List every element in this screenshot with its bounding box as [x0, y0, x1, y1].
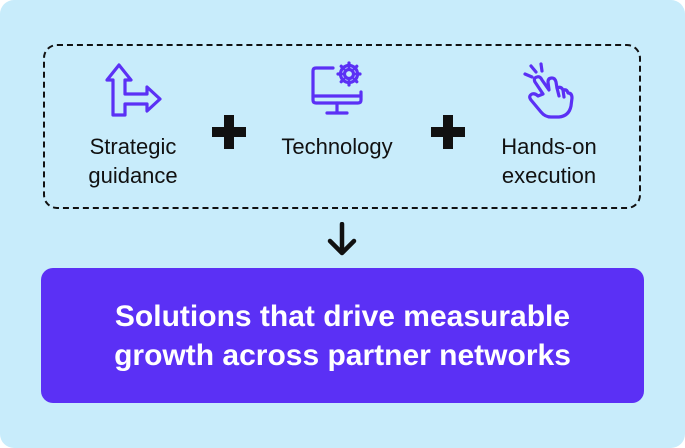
- component-label: Strategic guidance: [88, 134, 178, 188]
- plus-icon: [431, 115, 465, 149]
- component-strategic-guidance: Strategic guidance: [68, 60, 198, 190]
- inputs-group-box: [43, 44, 641, 209]
- arrow-down-icon: [327, 222, 357, 256]
- component-technology: Technology: [262, 60, 412, 161]
- result-box: Solutions that drive measurable growth a…: [41, 268, 644, 403]
- plus-icon: [212, 115, 246, 149]
- split-arrow-icon: [105, 63, 162, 117]
- component-label: Technology: [281, 134, 393, 159]
- result-text: Solutions that drive measurable growth a…: [114, 299, 571, 372]
- hand-pointer-icon: [523, 62, 574, 119]
- component-label: Hands-on execution: [501, 134, 597, 188]
- component-hands-on-execution: Hands-on execution: [474, 60, 624, 190]
- monitor-gear-icon: [311, 61, 363, 115]
